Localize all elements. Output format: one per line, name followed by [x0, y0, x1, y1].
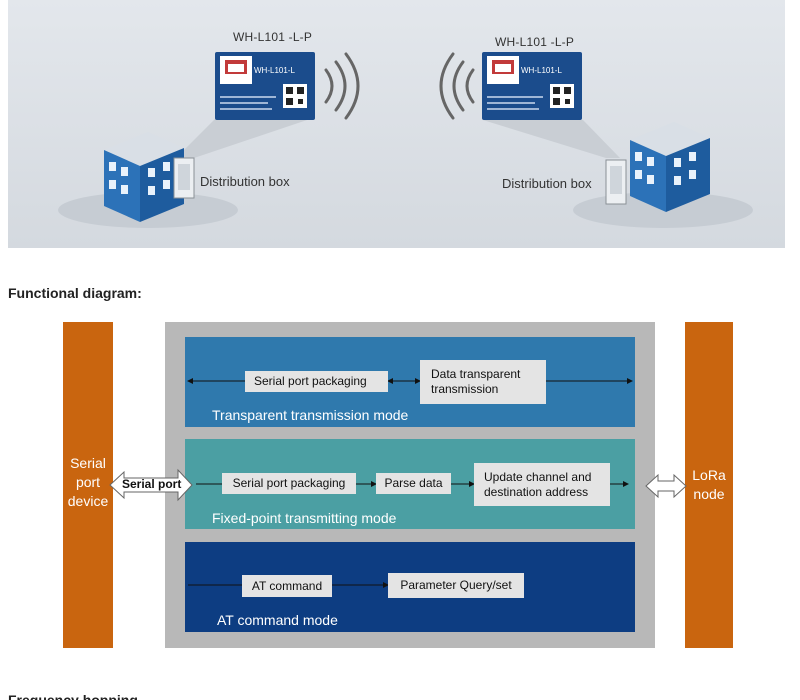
transparent-mode-label: Transparent transmission mode	[212, 407, 409, 423]
right-beam	[483, 120, 620, 158]
left-distribution-box-icon	[173, 157, 195, 199]
fixed-step-parse-data: Parse data	[376, 473, 451, 494]
at-step-command: AT command	[242, 575, 332, 597]
left-chip-text: WH-L101-L	[254, 66, 295, 75]
at-step-parameter-query: Parameter Query/set	[388, 573, 524, 598]
left-distribution-box-label: Distribution box	[200, 174, 290, 189]
next-section-title-partial: Frequency hopping	[8, 692, 138, 700]
left-column-line-2: port	[75, 474, 101, 490]
right-distribution-box-label: Distribution box	[502, 176, 592, 191]
section-title: Functional diagram:	[8, 285, 142, 301]
left-module-title: WH-L101 -L-P	[233, 30, 313, 44]
left-column-line-3: device	[67, 493, 109, 509]
left-beam	[174, 118, 313, 160]
left-signal-waves	[324, 52, 360, 120]
left-column-line-1: Serial	[70, 455, 106, 471]
lora-node-column: LoRa node	[685, 322, 733, 648]
right-column-line-1: LoRa	[692, 467, 726, 483]
hero-graphics	[58, 52, 753, 228]
right-module-title: WH-L101 -L-P	[495, 35, 575, 49]
right-lora-module	[482, 52, 582, 120]
hero-illustration: WH-L101 -L-P WH-L101 -L-P WH-L101-L WH-L…	[8, 0, 785, 248]
serial-port-double-arrow	[109, 468, 193, 502]
fixed-point-mode-label: Fixed-point transmitting mode	[212, 510, 397, 526]
fixed-step-update-channel: Update channel and destination address	[474, 463, 610, 506]
at-command-mode-label: AT command mode	[217, 612, 338, 628]
left-building-icon	[104, 132, 184, 222]
right-column-line-2: node	[693, 486, 725, 502]
right-signal-waves	[439, 52, 475, 120]
serial-port-device-column: Serial port device	[63, 322, 113, 648]
lora-node-double-arrow	[645, 473, 687, 499]
transparent-step-data-transmission: Data transparent transmission	[420, 360, 546, 404]
right-building-icon	[630, 122, 710, 212]
serial-port-arrow-label: Serial port	[122, 477, 182, 491]
fixed-step-serial-packaging: Serial port packaging	[222, 473, 356, 494]
transparent-step-serial-packaging: Serial port packaging	[245, 371, 388, 392]
right-distribution-box-icon	[605, 159, 627, 205]
left-lora-module	[215, 52, 315, 120]
right-chip-text: WH-L101-L	[521, 66, 562, 75]
